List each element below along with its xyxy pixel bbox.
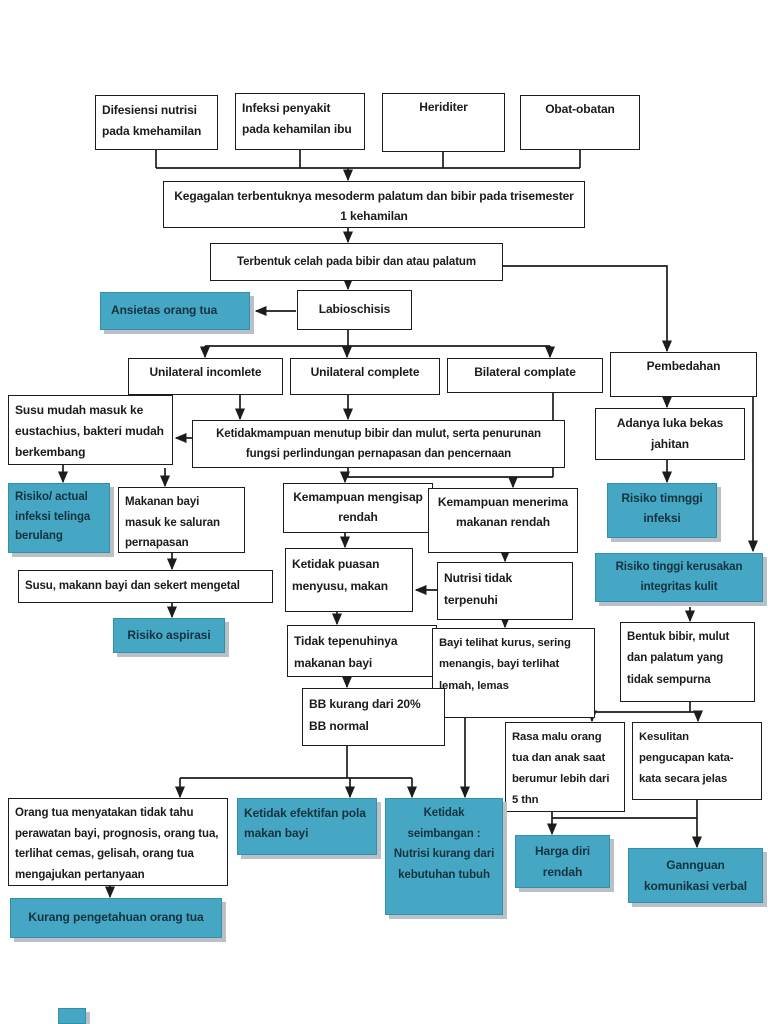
node-ketidakmampuan-menutup: Ketidakmampuan menutup bibir dan mulut, … bbox=[192, 420, 565, 468]
node-bentuk-bibir: Bentuk bibir, mulut dan palatum yang tid… bbox=[620, 622, 755, 702]
node-ketidak-efektifan: Ketidak efektifan pola makan bayi bbox=[237, 798, 377, 855]
node-adanya-luka: Adanya luka bekas jahitan bbox=[595, 408, 745, 460]
node-label: Kesulitan pengucapan kata-kata secara je… bbox=[639, 731, 734, 785]
node-label: Kemampuan mengisap rendah bbox=[293, 490, 423, 524]
node-rasa-malu: Rasa malu orang tua dan anak saat berumu… bbox=[505, 722, 625, 812]
node-label: Obat-obatan bbox=[545, 102, 615, 116]
node-heriditer: Heriditer bbox=[382, 93, 505, 152]
node-label: Bayi telihat kurus, sering menangis, bay… bbox=[439, 637, 571, 692]
node-kemampuan-mengisap: Kemampuan mengisap rendah bbox=[283, 483, 433, 533]
node-risiko-timnggi-infeksi: Risiko timnggi infeksi bbox=[607, 483, 717, 538]
node-gannguan-komunikasi: Gannguan komunikasi verbal bbox=[628, 848, 763, 903]
node-label: Makanan bayi masuk ke saluran pernapasan bbox=[125, 496, 220, 550]
node-label: Kurang pengetahuan orang tua bbox=[28, 910, 204, 925]
node-label: Ansietas orang tua bbox=[111, 303, 218, 318]
node-risiko-aspirasi: Risiko aspirasi bbox=[113, 618, 225, 653]
node-infeksi-penyakit: Infeksi penyakit pada kehamilan ibu bbox=[235, 93, 365, 150]
node-label: Risiko aspirasi bbox=[127, 627, 211, 642]
node-label: Bentuk bibir, mulut dan palatum yang tid… bbox=[627, 631, 730, 686]
node-labioschisis: Labioschisis bbox=[297, 290, 412, 330]
node-label: Infeksi penyakit pada kehamilan ibu bbox=[242, 101, 352, 136]
node-label: BB kurang dari 20% BB normal bbox=[309, 697, 421, 734]
node-label: Risiko/ actual infeksi telinga berulang bbox=[15, 491, 91, 543]
node-label: Risiko timnggi infeksi bbox=[621, 491, 703, 526]
node-label: Labioschisis bbox=[318, 302, 391, 317]
node-label: Heriditer bbox=[419, 100, 468, 114]
node-label: Kemampuan menerima makanan rendah bbox=[437, 495, 569, 529]
node-label: Harga diri rendah bbox=[534, 844, 591, 879]
node-label: Susu mudah masuk ke eustachius, bakteri … bbox=[15, 403, 164, 459]
node-label: Pembedahan bbox=[646, 359, 721, 373]
node-orang-tua-menyatakan: Orang tua menyatakan tidak tahu perawata… bbox=[8, 798, 228, 886]
node-label: Bilateral complate bbox=[474, 365, 576, 379]
node-risiko-infeksi-telinga: Risiko/ actual infeksi telinga berulang bbox=[8, 483, 110, 553]
node-label: Gannguan komunikasi verbal bbox=[643, 858, 747, 893]
node-label: Orang tua menyatakan tidak tahu perawata… bbox=[15, 807, 219, 882]
node-tidak-tepenuhinya: Tidak tepenuhinya makanan bayi bbox=[287, 625, 437, 677]
node-label: Adanya luka bekas jahitan bbox=[616, 416, 724, 451]
node-label: Unilateral incomlete bbox=[149, 365, 262, 379]
node-kesulitan-pengucapan: Kesulitan pengucapan kata-kata secara je… bbox=[632, 722, 762, 800]
node-label: Nutrisi tidak terpenuhi bbox=[444, 571, 513, 608]
node-ansietas-orang-tua: Ansietas orang tua bbox=[100, 292, 250, 330]
flow-connector bbox=[503, 265, 673, 353]
node-susu-mudah-masuk: Susu mudah masuk ke eustachius, bakteri … bbox=[8, 395, 173, 465]
node-label: Rasa malu orang tua dan anak saat berumu… bbox=[512, 731, 610, 806]
node-kegagalan-mesoderm: Kegagalan terbentuknya mesoderm palatum … bbox=[163, 181, 585, 228]
node-makanan-bayi-saluran: Makanan bayi masuk ke saluran pernapasan bbox=[118, 487, 245, 553]
node-label: Ketidak seimbangan : Nutrisi kurang dari… bbox=[393, 807, 495, 882]
node-label: Ketidak puasan menyusu, makan bbox=[292, 557, 388, 594]
node-unilateral-complete: Unilateral complete bbox=[290, 358, 440, 395]
node-terbentuk-celah: Terbentuk celah pada bibir dan atau pala… bbox=[210, 243, 503, 281]
node-bayi-telihat-kurus: Bayi telihat kurus, sering menangis, bay… bbox=[432, 628, 595, 718]
node-bottom-partial-box bbox=[58, 1008, 86, 1024]
node-label: Susu, makann bayi dan sekert mengetal bbox=[25, 580, 240, 593]
node-bilateral-complate: Bilateral complate bbox=[447, 358, 603, 393]
node-label: Unilateral complete bbox=[310, 365, 420, 379]
node-obat-obatan: Obat-obatan bbox=[520, 95, 640, 150]
node-unilateral-incomlete: Unilateral incomlete bbox=[128, 358, 283, 395]
node-label: Terbentuk celah pada bibir dan atau pala… bbox=[237, 255, 476, 268]
node-pembedahan: Pembedahan bbox=[610, 352, 757, 397]
node-kemampuan-menerima: Kemampuan menerima makanan rendah bbox=[428, 488, 578, 553]
node-ketidak-seimbangan: Ketidak seimbangan : Nutrisi kurang dari… bbox=[385, 798, 503, 915]
node-nutrisi-tidak-terpenuhi: Nutrisi tidak terpenuhi bbox=[437, 562, 573, 620]
node-kurang-pengetahuan: Kurang pengetahuan orang tua bbox=[10, 898, 222, 938]
node-bb-kurang: BB kurang dari 20% BB normal bbox=[302, 688, 445, 746]
node-label: Kegagalan terbentuknya mesoderm palatum … bbox=[174, 189, 574, 224]
node-label: Risiko tinggi kerusakan integritas kulit bbox=[615, 561, 743, 593]
node-label: Difesiensi nutrisi pada kmehamilan bbox=[102, 103, 202, 138]
node-label: Tidak tepenuhinya makanan bayi bbox=[294, 634, 398, 671]
node-risiko-kerusakan-kulit: Risiko tinggi kerusakan integritas kulit bbox=[595, 553, 763, 602]
node-label: Ketidakmampuan menutup bibir dan mulut, … bbox=[216, 428, 541, 460]
node-difesiensi-nutrisi: Difesiensi nutrisi pada kmehamilan bbox=[95, 95, 218, 150]
node-susu-makann-sekert: Susu, makann bayi dan sekert mengetal bbox=[18, 570, 273, 603]
node-ketidak-puasan: Ketidak puasan menyusu, makan bbox=[285, 548, 413, 612]
node-label: Ketidak efektifan pola makan bayi bbox=[244, 806, 366, 841]
node-harga-diri-rendah: Harga diri rendah bbox=[515, 835, 610, 888]
